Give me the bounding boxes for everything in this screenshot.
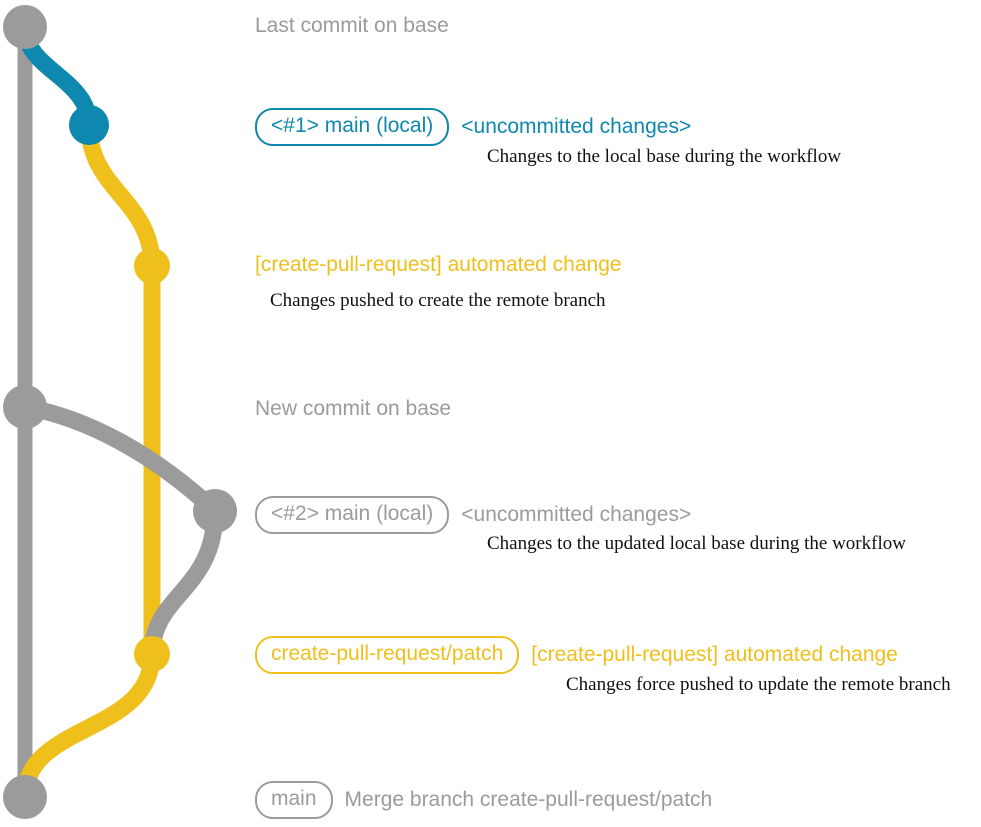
row-description: Changes force pushed to update the remot… <box>566 674 951 695</box>
ref-badge-create-pull-request-patch[interactable]: create-pull-request/patch <box>255 636 520 675</box>
row-last-commit-on-base: Last commit on base <box>255 14 449 38</box>
row-new-commit-on-base: New commit on base <box>255 397 451 421</box>
ref-badge-local-main-2[interactable]: <#2> main (local) <box>255 496 450 535</box>
commit-subject: New commit on base <box>255 397 452 420</box>
commit-node-automated-change-2[interactable] <box>134 636 170 672</box>
local-branch-edge-2 <box>16 398 224 520</box>
row-description: Changes to the local base during the wor… <box>487 146 842 167</box>
ref-badge-main[interactable]: main <box>255 781 333 820</box>
row-merge-commit: main Merge branch create-pull-request/pa… <box>255 781 713 820</box>
commit-subject: [create-pull-request] automated change <box>531 643 898 666</box>
commit-subject: <uncommitted changes> <box>461 503 692 526</box>
commit-node-merge-commit[interactable] <box>3 775 47 819</box>
row-local-main-1: <#1> main (local) <uncommitted changes> <box>255 108 692 147</box>
commit-subject: <uncommitted changes> <box>461 115 692 138</box>
commit-subject: Last commit on base <box>255 14 449 37</box>
patch-branch-edge-2 <box>143 502 224 663</box>
ref-badge-local-main-1[interactable]: <#1> main (local) <box>255 108 450 147</box>
commit-node-automated-change-1[interactable] <box>134 248 170 284</box>
patch-branch-edge-1 <box>80 116 161 275</box>
commit-node-local-main-2[interactable] <box>193 489 237 533</box>
commit-subject: Merge branch create-pull-request/patch <box>344 788 713 811</box>
row-description: Changes to the updated local base during… <box>487 533 906 554</box>
commit-node-new-commit-on-base[interactable] <box>3 385 47 429</box>
commit-subject: [create-pull-request] automated change <box>255 253 622 276</box>
merge-edge <box>16 645 161 806</box>
row-automated-change-2: create-pull-request/patch [create-pull-r… <box>255 636 898 675</box>
row-automated-change-1: [create-pull-request] automated change <box>255 253 622 277</box>
commit-node-local-main-1[interactable] <box>69 105 109 145</box>
commit-node-last-commit-on-base[interactable] <box>3 5 47 49</box>
row-description: Changes pushed to create the remote bran… <box>270 290 606 311</box>
row-local-main-2: <#2> main (local) <uncommitted changes> <box>255 496 692 535</box>
